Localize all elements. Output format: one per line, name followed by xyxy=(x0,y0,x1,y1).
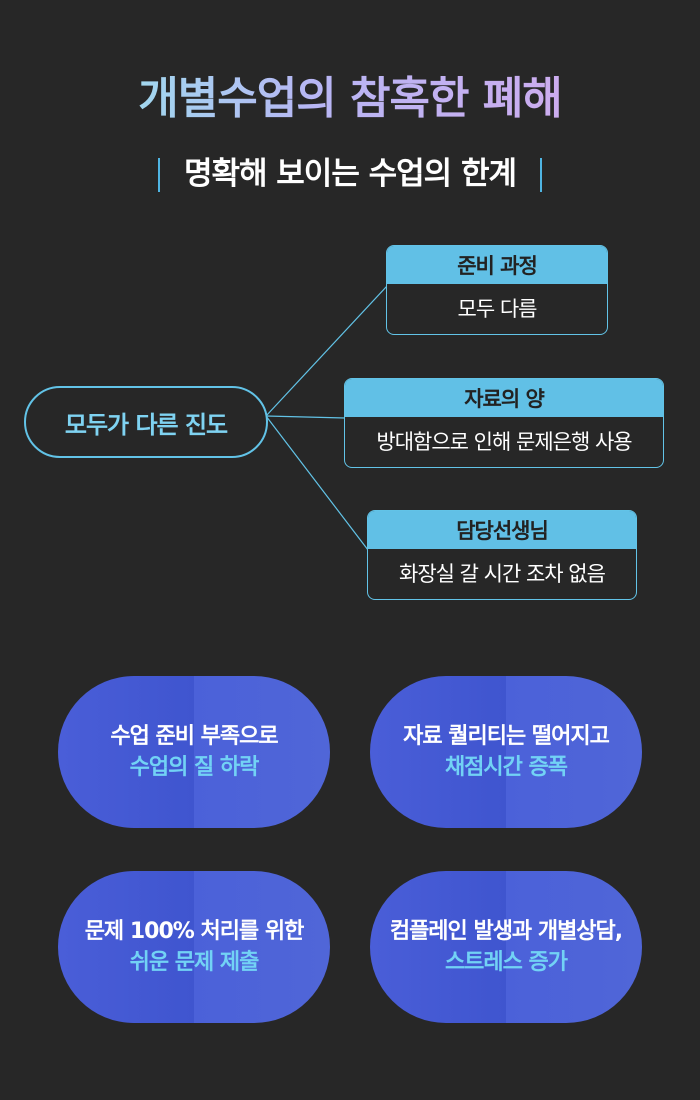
node-heading: 준비 과정 xyxy=(387,246,607,284)
effect-bubble-quality-decline: 수업 준비 부족으로 수업의 질 하락 xyxy=(58,676,330,828)
node-description: 방대함으로 인해 문제은행 사용 xyxy=(376,430,632,454)
subtitle-text: 명확해 보이는 수업의 한계 xyxy=(183,156,517,192)
center-node: 모두가 다른 진도 xyxy=(24,386,268,458)
page-title: 개별수업의 참혹한 폐해 xyxy=(0,62,700,126)
effect-line-2: 채점시간 증폭 xyxy=(444,755,568,780)
subtitle: 명확해 보이는 수업의 한계 xyxy=(157,150,543,198)
node-heading: 자료의 양 xyxy=(345,379,663,417)
node-heading: 담당선생님 xyxy=(368,511,636,549)
connector-to-node-2 xyxy=(265,415,346,419)
diagram-node-preparation: 준비 과정 모두 다름 xyxy=(386,245,608,335)
effect-line-1: 수업 준비 부족으로 xyxy=(110,724,278,749)
effect-line-2: 쉬운 문제 제출 xyxy=(129,950,260,975)
effect-bubble-easy-problems: 문제 100% 처리를 위한 쉬운 문제 제출 xyxy=(58,871,330,1023)
effect-bubble-stress: 컴플레인 발생과 개별상담, 스트레스 증가 xyxy=(370,871,642,1023)
connector-to-node-1 xyxy=(265,285,388,417)
connector-to-node-3 xyxy=(265,415,369,551)
subtitle-right-bar xyxy=(540,158,543,192)
subtitle-block: 명확해 보이는 수업의 한계 xyxy=(0,150,700,198)
effect-line-2: 스트레스 증가 xyxy=(444,950,568,975)
effect-line-1: 자료 퀄리티는 떨어지고 xyxy=(403,724,610,749)
subtitle-left-bar xyxy=(157,158,160,192)
effect-line-1: 컴플레인 발생과 개별상담, xyxy=(389,919,623,944)
diagram-node-material-volume: 자료의 양 방대함으로 인해 문제은행 사용 xyxy=(344,378,664,468)
effect-line-2: 수업의 질 하락 xyxy=(129,755,260,780)
node-description: 모두 다름 xyxy=(457,297,538,321)
effect-bubble-grading-time: 자료 퀄리티는 떨어지고 채점시간 증폭 xyxy=(370,676,642,828)
node-description: 화장실 갈 시간 조차 없음 xyxy=(399,562,606,586)
effect-line-1: 문제 100% 처리를 위한 xyxy=(84,919,305,944)
diagram-node-teacher: 담당선생님 화장실 갈 시간 조차 없음 xyxy=(367,510,637,600)
